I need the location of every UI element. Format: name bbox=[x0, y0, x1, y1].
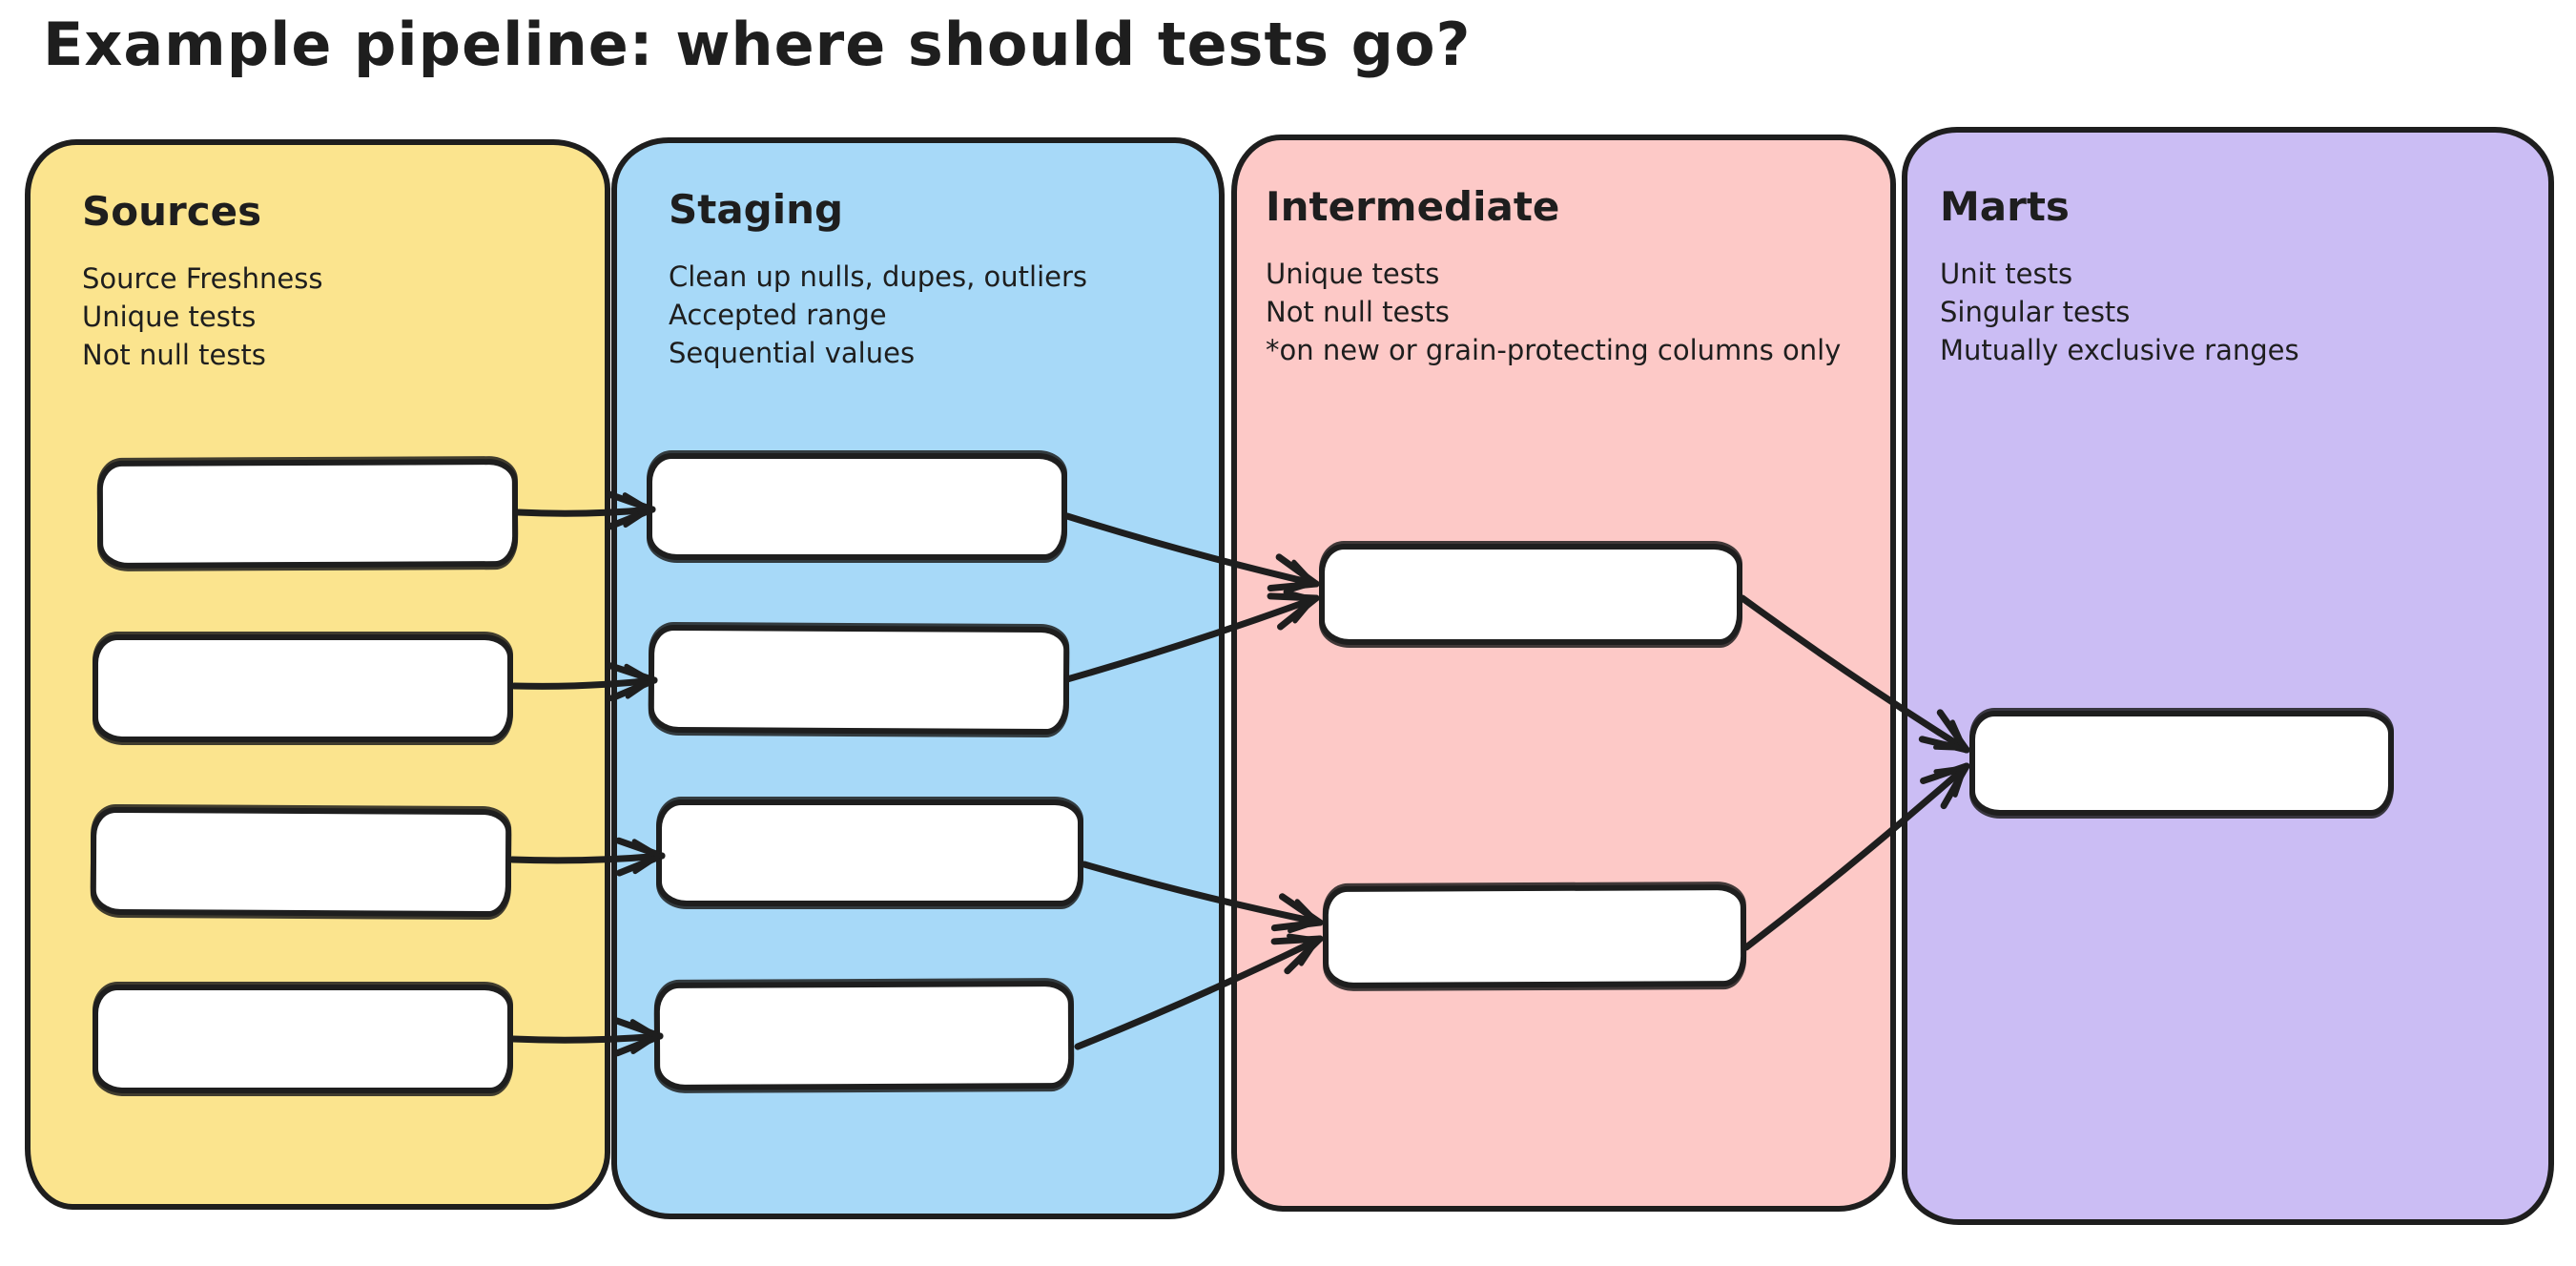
column-header-intermediate: Intermediate bbox=[1266, 183, 1560, 230]
column-note: Clean up nulls, dupes, outliers bbox=[669, 260, 1088, 293]
arrow-staging-2-to-intermediate-1 bbox=[1063, 590, 1320, 683]
column-note: Unique tests bbox=[1266, 258, 1440, 290]
column-note: Singular tests bbox=[1940, 296, 2131, 328]
column-note: Unique tests bbox=[82, 301, 257, 333]
arrow-sources-3-to-staging-3 bbox=[508, 837, 666, 877]
node-staging-3 bbox=[656, 799, 1083, 906]
column-intermediate: Intermediate Unique tests Not null tests… bbox=[1231, 135, 1896, 1212]
arrow-staging-3-to-intermediate-2 bbox=[1081, 861, 1324, 934]
node-staging-1 bbox=[647, 453, 1067, 560]
column-note: Not null tests bbox=[1266, 296, 1450, 328]
column-marts: Marts Unit tests Singular tests Mutually… bbox=[1902, 127, 2554, 1225]
arrow-sources-1-to-staging-1 bbox=[514, 490, 656, 530]
node-sources-2 bbox=[93, 634, 513, 742]
arrow-intermediate-2-to-marts-1 bbox=[1742, 762, 1970, 951]
column-note: Accepted range bbox=[669, 299, 887, 331]
column-header-marts: Marts bbox=[1940, 183, 2070, 230]
column-notes-intermediate: Unique tests Not null tests *on new or g… bbox=[1266, 255, 1871, 369]
node-sources-4 bbox=[93, 985, 513, 1093]
arrow-staging-1-to-intermediate-1 bbox=[1063, 512, 1320, 594]
column-note: *on new or grain-protecting columns only bbox=[1266, 334, 1842, 366]
column-notes-marts: Unit tests Singular tests Mutually exclu… bbox=[1940, 255, 2529, 369]
arrow-sources-4-to-staging-4 bbox=[509, 1017, 664, 1057]
node-marts-1 bbox=[1969, 711, 2394, 816]
column-note: Unit tests bbox=[1940, 258, 2073, 290]
column-header-sources: Sources bbox=[82, 188, 262, 235]
column-notes-sources: Source Freshness Unique tests Not null t… bbox=[82, 259, 582, 374]
column-note: Mutually exclusive ranges bbox=[1940, 334, 2299, 366]
column-note: Sequential values bbox=[669, 337, 916, 369]
diagram-title: Example pipeline: where should tests go? bbox=[43, 10, 1472, 79]
arrow-sources-2-to-staging-2 bbox=[510, 662, 658, 702]
node-intermediate-1 bbox=[1319, 544, 1742, 645]
arrow-intermediate-1-to-marts-1 bbox=[1739, 594, 1970, 754]
column-note: Source Freshness bbox=[82, 262, 323, 295]
column-header-staging: Staging bbox=[669, 186, 844, 233]
column-note: Not null tests bbox=[82, 339, 266, 371]
column-notes-staging: Clean up nulls, dupes, outliers Accepted… bbox=[669, 258, 1196, 372]
arrow-staging-4-to-intermediate-2 bbox=[1074, 933, 1324, 1050]
